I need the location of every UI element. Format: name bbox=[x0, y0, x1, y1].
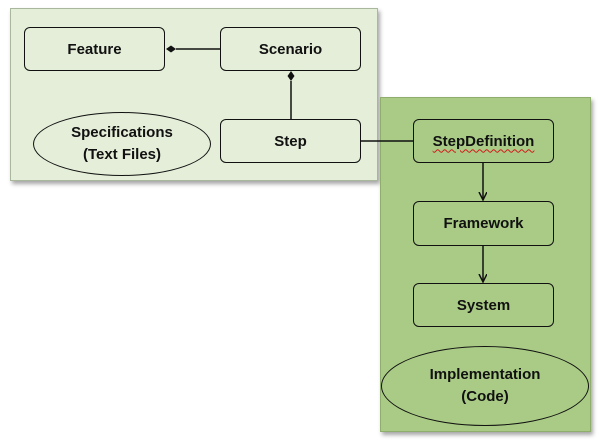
specifications-subtitle: (Text Files) bbox=[82, 146, 162, 163]
specifications-title: Specifications bbox=[71, 124, 173, 141]
step-node: Step bbox=[220, 119, 361, 163]
step-label: Step bbox=[274, 132, 307, 150]
step-definition-node: StepDefinition bbox=[413, 119, 554, 163]
framework-node: Framework bbox=[413, 201, 554, 246]
specifications-ellipse: Specifications (Text Files) bbox=[33, 112, 211, 176]
implementation-title: Implementation bbox=[429, 366, 541, 383]
implementation-subtitle: (Code) bbox=[461, 388, 509, 405]
framework-label: Framework bbox=[443, 215, 524, 232]
scenario-label: Scenario bbox=[258, 40, 323, 58]
feature-node: Feature bbox=[24, 27, 165, 71]
step-definition-label: StepDefinition bbox=[432, 132, 535, 150]
implementation-ellipse: Implementation (Code) bbox=[381, 346, 589, 426]
feature-label: Feature bbox=[67, 40, 122, 58]
scenario-node: Scenario bbox=[220, 27, 361, 71]
system-node: System bbox=[413, 283, 554, 327]
system-label: System bbox=[456, 296, 511, 314]
